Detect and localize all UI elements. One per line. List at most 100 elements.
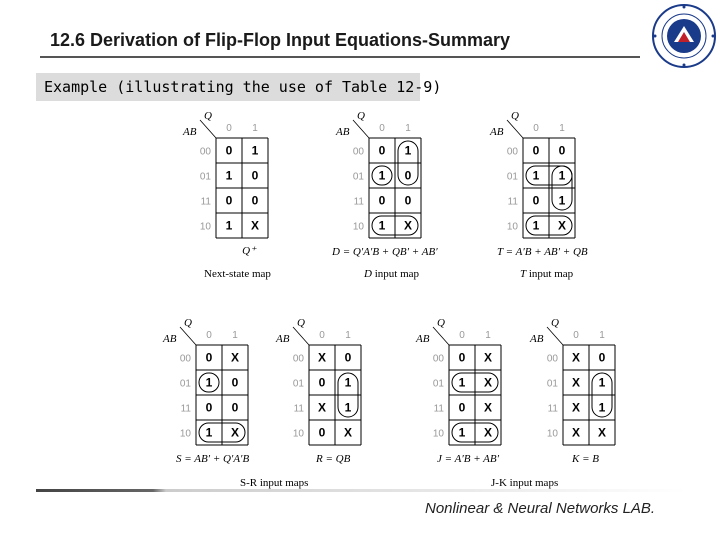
kmap-cell: X: [251, 219, 259, 233]
kmap-diagonal: [546, 326, 564, 346]
kmap-row-label: 10: [547, 429, 559, 440]
t-input-caption: T input map: [520, 268, 573, 280]
kmap-row-label: 10: [200, 222, 212, 233]
kmap-cell: X: [231, 351, 239, 365]
kmap-cell: X: [484, 376, 492, 390]
kmap-row-label: 11: [201, 197, 212, 208]
kmap-cell: 1: [206, 376, 213, 390]
kmap-diagonal: [292, 326, 310, 346]
s-equation: S = AB′ + Q′A′B: [176, 453, 250, 465]
kmap-cell: 1: [379, 169, 386, 183]
kmap-cell: X: [484, 426, 492, 440]
kmap-row-label: 01: [547, 379, 559, 390]
kmap-cell: X: [572, 426, 580, 440]
kmap-loop: [551, 165, 573, 211]
kmap-loop: [397, 140, 419, 186]
kmap-cell: 0: [405, 194, 412, 208]
kmap-cell: 1: [206, 426, 213, 440]
kmap-diagonal: [506, 119, 524, 139]
kmap-loop: [591, 372, 613, 418]
kmap-cell: X: [484, 351, 492, 365]
kmap-row-label: 01: [353, 172, 365, 183]
footer-divider: [36, 489, 686, 492]
kmap-row-label: 00: [353, 147, 365, 158]
kmap-cell: 1: [405, 144, 412, 158]
next-state-caption: Next-state map: [204, 268, 271, 280]
kmap-cell: 0: [206, 401, 213, 415]
kmap-cell: X: [558, 219, 566, 233]
sr-caption: S-R input maps: [240, 477, 309, 489]
kmap-cell: 0: [232, 401, 239, 415]
kmap-col-label: 1: [599, 330, 605, 341]
kmap-cell: 1: [599, 376, 606, 390]
kmap-col-label: 1: [405, 123, 411, 134]
kmap-cell: X: [404, 219, 412, 233]
kmap-cell: 0: [405, 169, 412, 183]
kmap-diagonal: [179, 326, 197, 346]
kmap-col-label: 1: [559, 123, 565, 134]
kmap-ab-label: AB: [275, 333, 290, 345]
kmap-loop: [337, 372, 359, 418]
kmap-row-label: 10: [507, 222, 519, 233]
kmap-q-label: Q: [204, 110, 212, 122]
kmap-cell: 1: [533, 169, 540, 183]
kmap-cell: 0: [226, 144, 233, 158]
d-equation: D = Q′A′B + QB′ + AB′: [332, 246, 438, 258]
kmap-ab-label: AB: [335, 126, 350, 138]
lab-name: Nonlinear & Neural Networks LAB.: [425, 500, 656, 517]
kmap-cell: 0: [319, 426, 326, 440]
kmap-q-label: Q: [437, 317, 445, 329]
kmap-cell: 1: [599, 401, 606, 415]
kmap-col-label: 0: [533, 123, 539, 134]
kmap-ab-label: AB: [529, 333, 544, 345]
kmap-row-label: 00: [180, 354, 192, 365]
kmap-row-label: 10: [353, 222, 365, 233]
kmap-row-label: 00: [507, 147, 519, 158]
kmap-cell: 1: [226, 169, 233, 183]
kmap-cell: 0: [206, 351, 213, 365]
r-equation: R = QB: [316, 453, 351, 465]
kmap-loop: [198, 422, 246, 443]
kmap-loop: [198, 372, 220, 393]
k-equation: K = B: [572, 453, 599, 465]
kmap-row-label: 11: [548, 404, 559, 415]
kmap-row-label: 01: [180, 379, 192, 390]
t-caption-text: input map: [526, 268, 574, 280]
kmap-cell: X: [231, 426, 239, 440]
kmap-row-label: 11: [294, 404, 305, 415]
t-equation: T = A′B + AB′ + QB: [497, 246, 588, 258]
kmap-diagonal: [432, 326, 450, 346]
kmap-cell: 0: [459, 401, 466, 415]
example-heading: Example (illustrating the use of Table 1…: [36, 73, 441, 101]
kmap-cell: X: [598, 426, 606, 440]
kmap-q-label: Q: [551, 317, 559, 329]
kmap-cell: 1: [559, 194, 566, 208]
kmap-cell: 0: [559, 144, 566, 158]
title-underline: [40, 56, 640, 58]
kmap-cell: X: [318, 401, 326, 415]
university-seal-icon: [650, 2, 718, 70]
kmap-row-label: 11: [181, 404, 192, 415]
kmap-cell: 0: [345, 351, 352, 365]
kmap-cell: 1: [459, 426, 466, 440]
kmap-row-label: 01: [200, 172, 212, 183]
kmap-loop: [451, 422, 499, 443]
kmap-row-label: 01: [293, 379, 305, 390]
kmap-q-label: Q: [297, 317, 305, 329]
kmap-cell: 0: [379, 144, 386, 158]
kmap-row-label: 00: [433, 354, 445, 365]
kmap-ab-label: AB: [162, 333, 177, 345]
kmap-cell: 0: [319, 376, 326, 390]
kmap-cell: 0: [533, 144, 540, 158]
kmap-output-label: Q⁺: [242, 245, 257, 257]
